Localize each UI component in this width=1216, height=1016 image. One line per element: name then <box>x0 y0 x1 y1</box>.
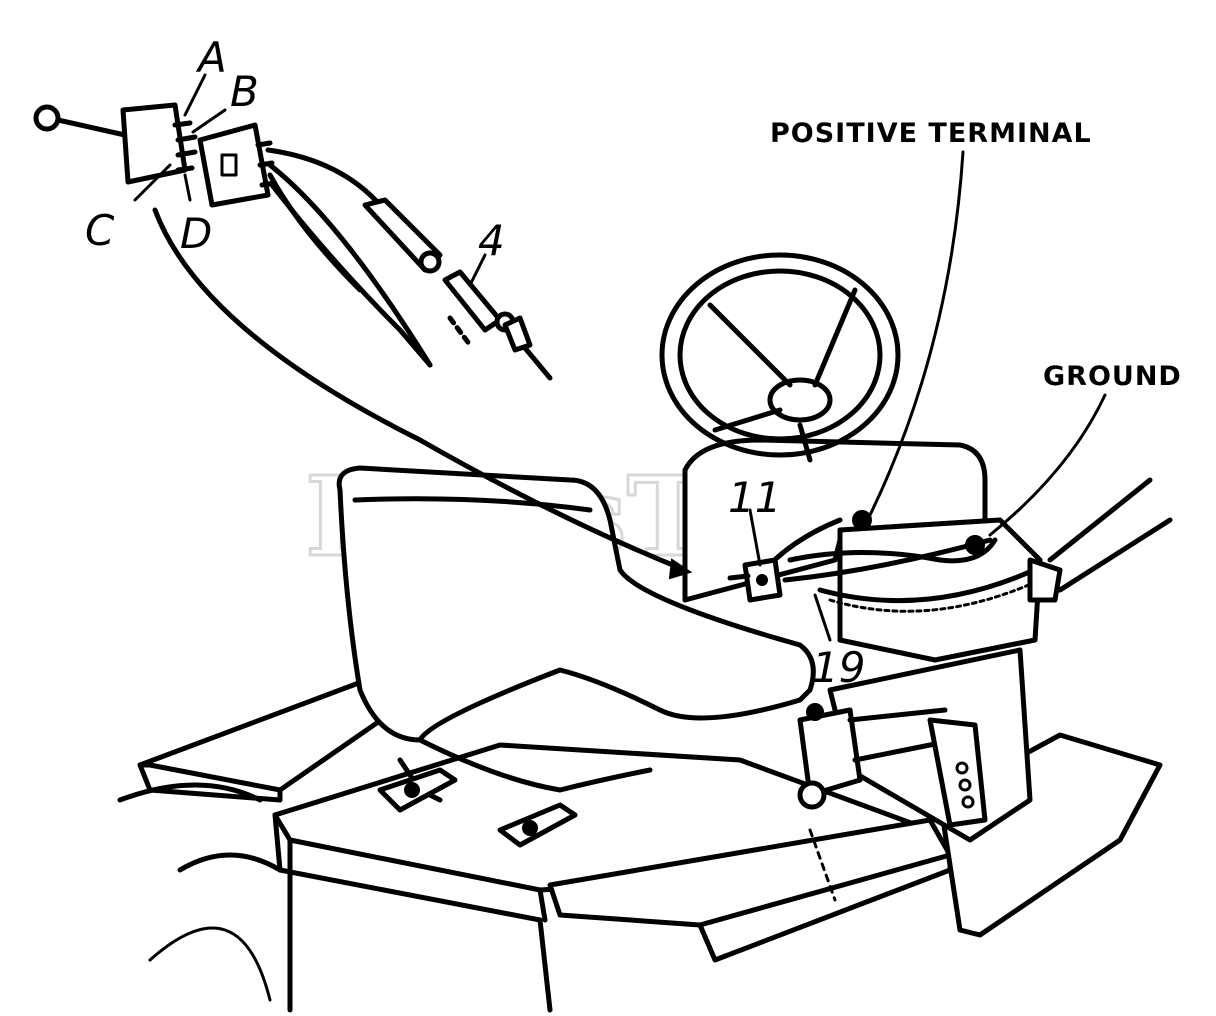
right-footrest <box>547 732 1163 963</box>
callout-c: C <box>85 206 115 255</box>
ground-label: GROUND <box>1043 361 1182 392</box>
fuse-holder <box>362 197 553 381</box>
left-fender <box>137 672 413 803</box>
switch-assembly <box>33 102 198 185</box>
connector-wires <box>265 147 433 368</box>
callout-part-11: 11 <box>728 473 781 522</box>
connector-plug <box>197 122 277 208</box>
pedal-linkage <box>797 703 988 902</box>
rear-tires <box>117 782 283 1002</box>
main-harness-wire <box>152 207 693 580</box>
callout-part-4: 4 <box>478 216 505 265</box>
frame-rail <box>1027 477 1173 603</box>
ignition-switch <box>727 557 783 603</box>
battery <box>837 510 1043 663</box>
callout-b: B <box>230 67 259 116</box>
positive-terminal-label: POSITIVE TERMINAL <box>770 118 1092 149</box>
seat-brackets <box>377 767 578 848</box>
steering-wheel <box>659 252 901 463</box>
battery-holddown <box>817 562 1048 613</box>
callout-d: D <box>180 209 212 258</box>
leader-lines <box>133 73 1107 642</box>
callout-a: A <box>195 33 227 82</box>
callout-part-19: 19 <box>812 643 865 692</box>
